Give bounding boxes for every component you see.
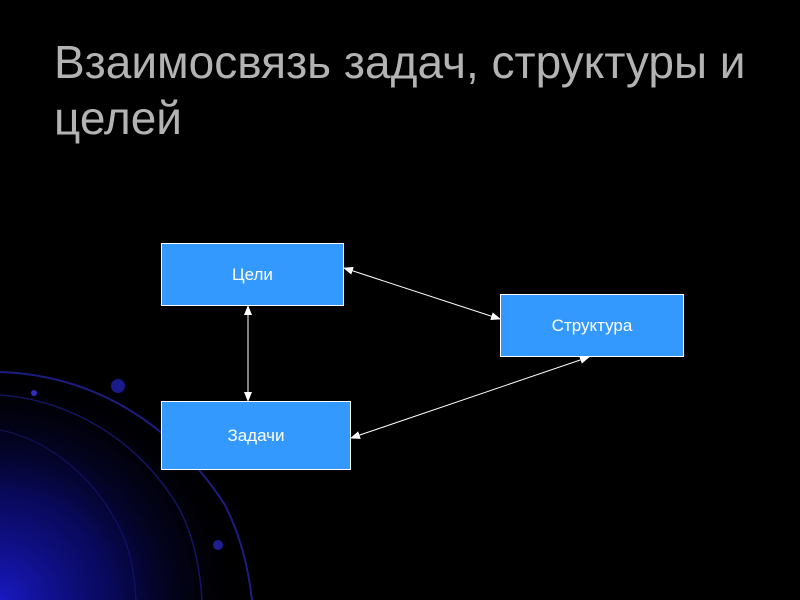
node-goals: Цели	[161, 243, 344, 306]
slide-title: Взаимосвязь задач, структуры и целей	[54, 36, 746, 144]
node-structure: Структура	[500, 294, 684, 357]
connector-tasks-structure	[350, 356, 590, 439]
node-goals-label: Цели	[232, 264, 273, 284]
node-tasks: Задачи	[161, 401, 351, 470]
connector-goals-structure	[343, 266, 501, 321]
node-structure-label: Структура	[551, 315, 633, 335]
node-tasks-label: Задачи	[227, 425, 285, 445]
